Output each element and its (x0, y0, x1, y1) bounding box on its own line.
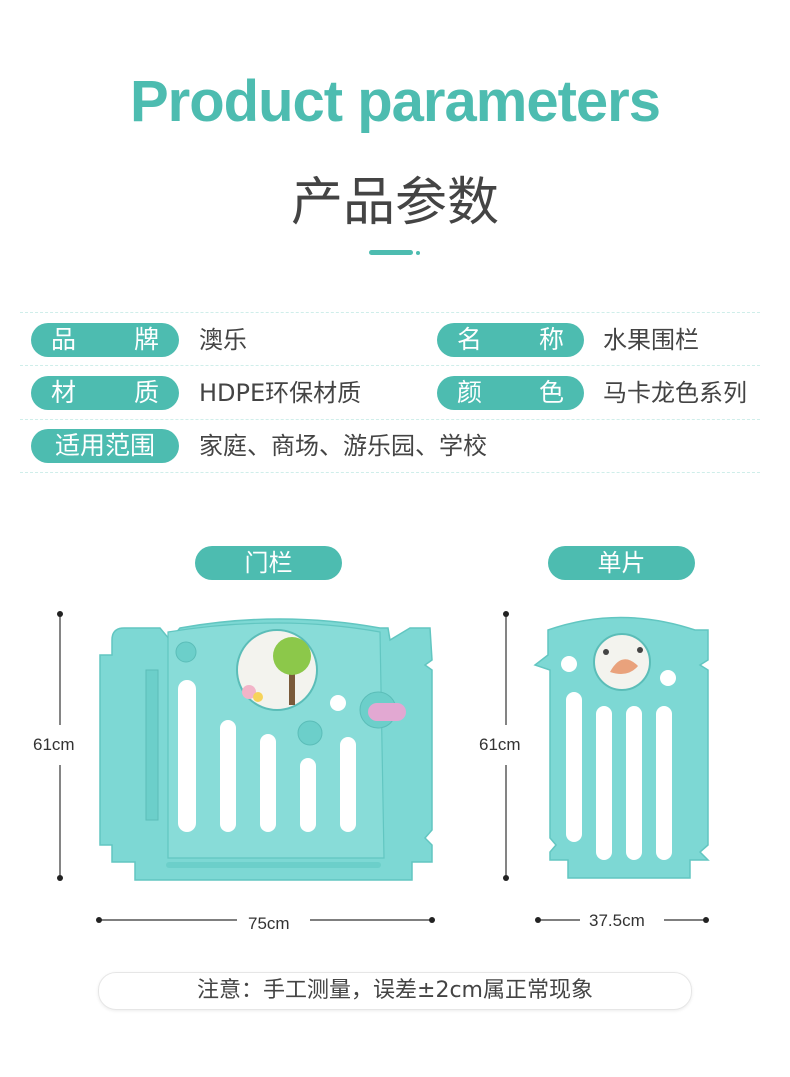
title-underline-dot (416, 251, 420, 255)
table-divider (20, 419, 760, 420)
scope-label: 适用范围 (31, 429, 179, 463)
single-panel-image (533, 616, 710, 879)
fence-illustrations (57, 611, 710, 923)
material-value: HDPE环保材质 (199, 379, 362, 407)
table-divider (20, 312, 760, 313)
gate-width-label: 75cm (248, 914, 290, 933)
brand-label: 品 牌 (31, 323, 179, 357)
gate-width-dimension (96, 917, 435, 923)
single-width-label: 37.5cm (589, 911, 645, 930)
material-label-char: 质 (133, 378, 159, 407)
color-label: 颜 色 (437, 376, 584, 410)
brand-value: 澳乐 (199, 326, 247, 354)
name-label-char: 称 (538, 325, 564, 354)
brand-label-char: 品 (51, 325, 77, 354)
title-english: Product parameters (130, 69, 661, 134)
scope-value: 家庭、商场、游乐园、学校 (199, 432, 487, 460)
single-height-dimension (503, 611, 509, 881)
gate-height-dimension (57, 611, 63, 881)
material-label-char: 材 (51, 378, 77, 407)
color-label-char: 色 (538, 378, 564, 407)
name-value: 水果围栏 (603, 326, 699, 354)
title-chinese: 产品参数 (290, 173, 499, 233)
measurement-note: 注意：手工测量，误差±2cm属正常现象 (98, 972, 692, 1010)
single-height-label: 61cm (479, 735, 521, 754)
table-divider (20, 365, 760, 366)
name-label: 名 称 (437, 323, 584, 357)
gate-tag: 门栏 (195, 546, 342, 580)
single-width-dimension (535, 917, 709, 923)
color-label-char: 颜 (457, 378, 483, 407)
table-divider (20, 472, 760, 473)
gate-height-label: 61cm (33, 735, 75, 754)
name-label-char: 名 (457, 325, 483, 354)
single-tag: 单片 (548, 546, 695, 580)
title-underline (369, 250, 413, 255)
material-label: 材 质 (31, 376, 179, 410)
brand-label-char: 牌 (133, 325, 159, 354)
color-value: 马卡龙色系列 (603, 379, 747, 407)
gate-panel-image (99, 618, 433, 881)
